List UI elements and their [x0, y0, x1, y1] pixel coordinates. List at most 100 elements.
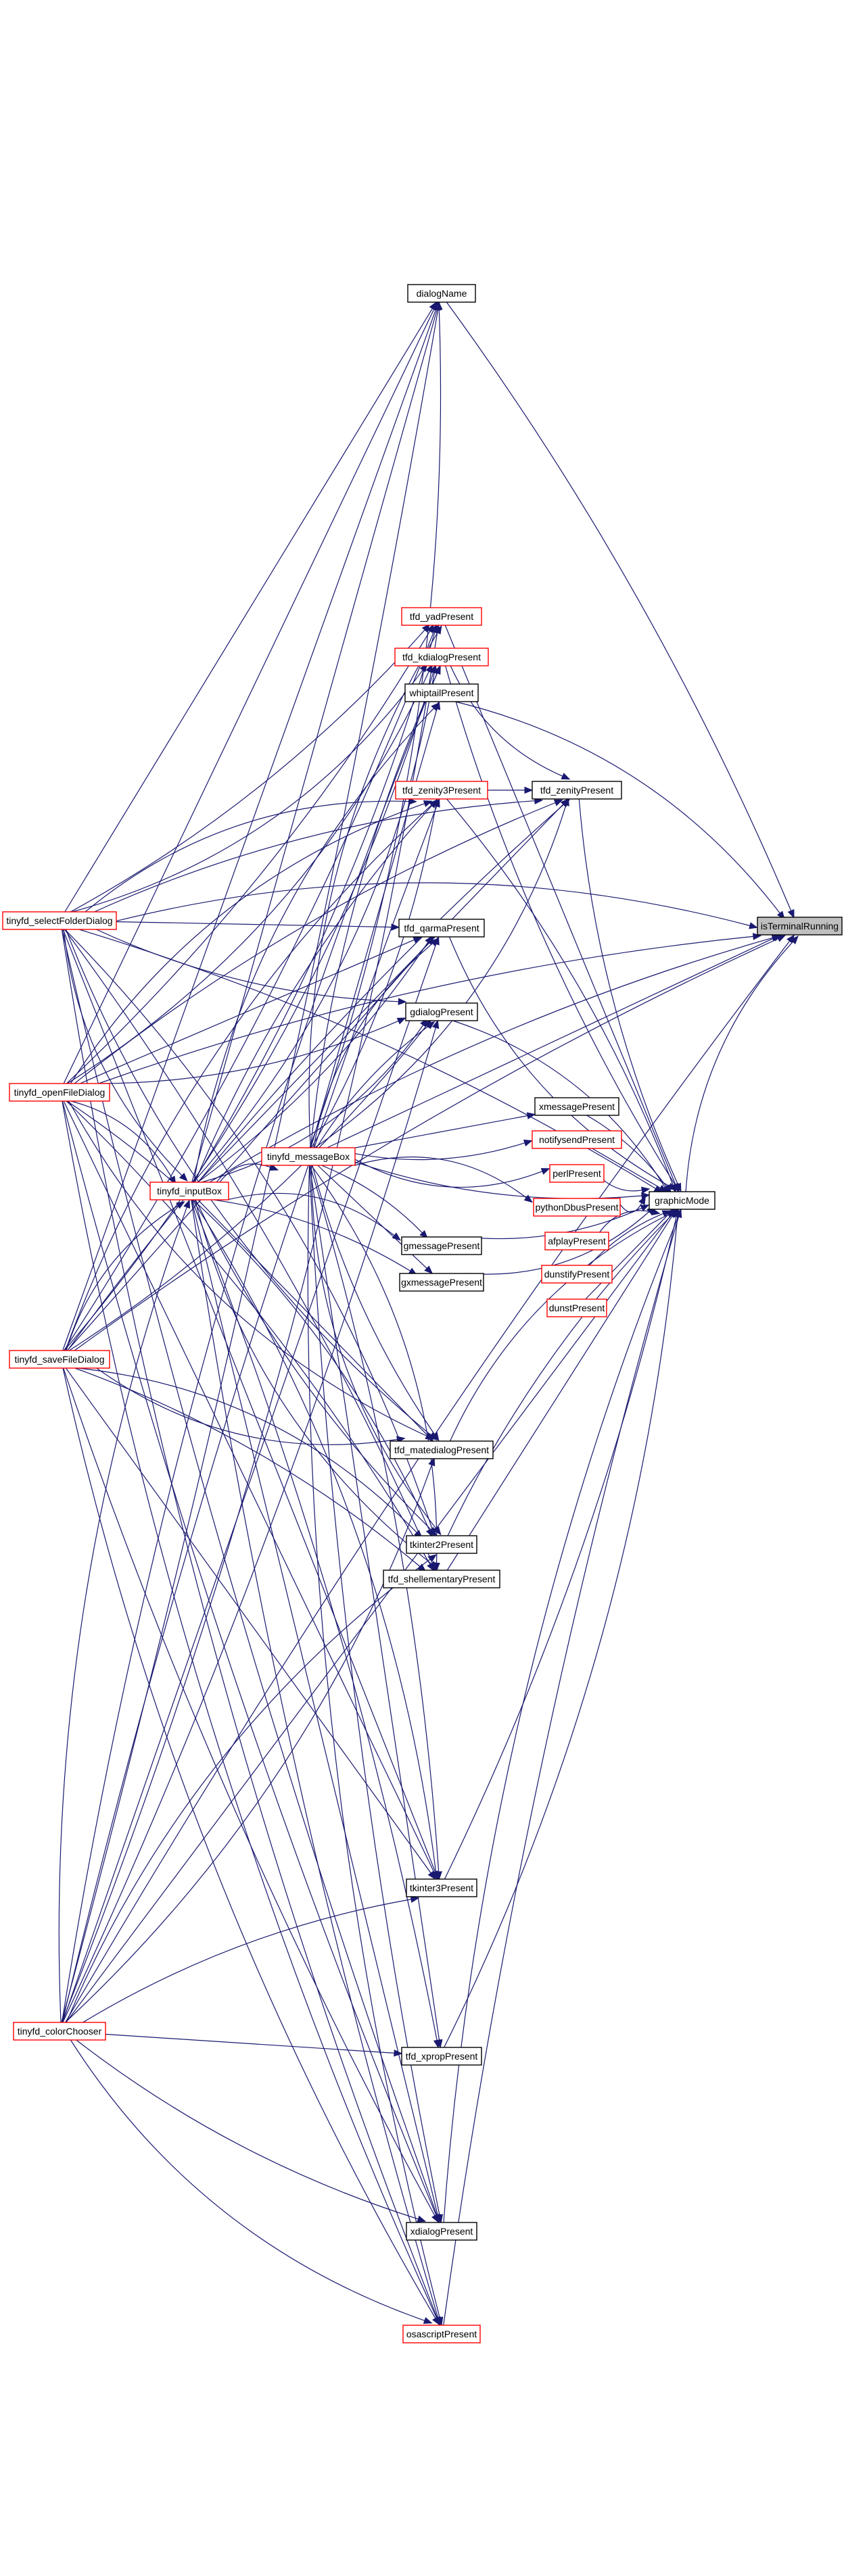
- edge-tinyfd_colorChooser-to-graphicMode: [66, 1208, 676, 2023]
- edge-line: [313, 943, 433, 1148]
- edge-line: [197, 804, 564, 1183]
- arrowhead-icon: [398, 998, 407, 1006]
- edge-line: [309, 309, 442, 1148]
- node-tinyfd_saveFileDialog[interactable]: tinyfd_saveFileDialog: [9, 1350, 110, 1369]
- node-tinyfd_selectFolderDialog[interactable]: tinyfd_selectFolderDialog: [2, 911, 117, 930]
- edge-line: [96, 1367, 398, 1445]
- edge-tinyfd_selectFolderDialog-to-isTerminalRunning: [116, 882, 758, 929]
- node-afplayPresent[interactable]: afplayPresent: [544, 1232, 609, 1250]
- arrowhead-icon: [540, 1168, 550, 1175]
- edge-line: [354, 1142, 525, 1161]
- node-tinyfd_colorChooser[interactable]: tinyfd_colorChooser: [13, 2022, 106, 2041]
- edge-line: [310, 1165, 438, 1563]
- edge-tinyfd_colorChooser-to-tfd_yadPresent: [61, 624, 441, 2023]
- edge-line: [354, 1157, 527, 1198]
- edge-tinyfd_selectFolderDialog-to-gdialogPresent: [96, 929, 407, 1006]
- edge-line: [321, 1165, 423, 1234]
- arrowhead-icon: [776, 935, 786, 942]
- edge-line: [197, 1199, 429, 1436]
- node-osascriptPresent[interactable]: osascriptPresent: [402, 2325, 481, 2343]
- arrowhead-icon: [433, 665, 441, 675]
- edge-tinyfd_selectFolderDialog-to-tkinter2Present: [64, 929, 436, 1538]
- edge-line: [446, 301, 792, 911]
- edge-tinyfd_colorChooser-to-dialogName: [61, 301, 442, 2023]
- arrowhead-icon: [640, 1186, 651, 1194]
- edge-tinyfd_inputBox-to-whiptailPresent: [193, 702, 440, 1183]
- arrowhead-icon: [394, 2049, 403, 2057]
- edge-tinyfd_colorChooser-to-isTerminalRunning: [65, 934, 795, 2023]
- edge-tfd_qarmaPresent-to-graphicMode: [448, 936, 677, 1190]
- node-label: tfd_zenityPresent: [540, 785, 613, 796]
- arrowhead-icon: [561, 799, 570, 808]
- arrowhead-icon: [432, 2316, 440, 2326]
- edge-tinyfd_selectFolderDialog-to-tfd_yadPresent: [70, 623, 431, 913]
- edge-line: [66, 631, 431, 1084]
- node-tfd_xpropPresent: tfd_xpropPresent: [401, 2047, 482, 2066]
- node-gmessagePresent: gmessagePresent: [401, 1236, 482, 1255]
- node-pythonDbusPresent[interactable]: pythonDbusPresent: [533, 1198, 621, 1217]
- node-tinyfd_messageBox[interactable]: tinyfd_messageBox: [261, 1147, 356, 1166]
- edge-tinyfd_openFileDialog-to-tfd_zenity3Present: [70, 800, 433, 1084]
- node-label: tinyfd_colorChooser: [18, 2026, 102, 2037]
- node-label: dunstPresent: [549, 1303, 605, 1313]
- node-tfd_zenity3Present[interactable]: tfd_zenity3Present: [395, 781, 488, 800]
- node-box: [406, 2222, 477, 2241]
- node-isTerminalRunning: isTerminalRunning: [757, 917, 843, 935]
- node-dunstPresent[interactable]: dunstPresent: [546, 1298, 607, 1317]
- node-tinyfd_inputBox[interactable]: tinyfd_inputBox: [149, 1182, 229, 1200]
- edge-tfd_zenityPresent-to-graphicMode: [578, 798, 682, 1192]
- edge-tinyfd_openFileDialog-to-tfd_kdialogPresent: [67, 664, 433, 1084]
- node-box: [390, 1440, 494, 1459]
- edge-tinyfd_saveFileDialog-to-tfd_zenityPresent: [67, 799, 570, 1351]
- arrowhead-icon: [428, 1457, 436, 1467]
- edge-tinyfd_openFileDialog-to-tfd_shellementaryPresent: [66, 1100, 435, 1572]
- edge-tinyfd_openFileDialog-to-tkinter3Present: [63, 1100, 438, 1880]
- node-tfd_kdialogPresent[interactable]: tfd_kdialogPresent: [394, 648, 489, 666]
- edge-line: [314, 804, 567, 1148]
- edge-line: [64, 631, 434, 1351]
- node-tfd_yadPresent[interactable]: tfd_yadPresent: [401, 607, 482, 626]
- edge-tinyfd_colorChooser-to-tfd_kdialogPresent: [62, 665, 441, 2023]
- node-box: [406, 1535, 477, 1554]
- node-tkinter2Present: tkinter2Present: [406, 1535, 477, 1554]
- node-tinyfd_openFileDialog[interactable]: tinyfd_openFileDialog: [9, 1083, 110, 1102]
- arrowhead-icon: [432, 935, 440, 946]
- edge-line: [354, 1115, 528, 1148]
- arrowhead-icon: [423, 2317, 433, 2324]
- node-label: tinyfd_openFileDialog: [14, 1087, 105, 1098]
- arrowhead-icon: [427, 1562, 435, 1572]
- edge-tinyfd_inputBox-to-tfd_zenity3Present: [194, 799, 438, 1183]
- arrowhead-icon: [423, 1019, 432, 1029]
- edge-line: [446, 1215, 673, 1571]
- edge-line: [446, 798, 674, 1186]
- arrowhead-icon: [423, 800, 433, 807]
- arrowhead-icon: [524, 786, 534, 794]
- edge-tinyfd_selectFolderDialog-to-osascriptPresent: [61, 929, 441, 2326]
- edge-line: [98, 935, 753, 1084]
- arrowhead-icon: [421, 623, 431, 633]
- edge-line: [62, 806, 438, 2023]
- node-notifysendPresent[interactable]: notifysendPresent: [532, 1130, 622, 1149]
- edge-line: [65, 940, 791, 2023]
- edge-line: [354, 1159, 543, 1188]
- node-dunstifyPresent[interactable]: dunstifyPresent: [541, 1265, 613, 1284]
- node-box: [407, 284, 476, 303]
- node-label: tfd_xpropPresent: [406, 2051, 478, 2062]
- edge-line: [310, 1165, 437, 1529]
- arrowhead-icon: [553, 799, 563, 806]
- edge-line: [83, 1899, 412, 2023]
- node-label: perlPresent: [553, 1168, 601, 1179]
- arrowhead-icon: [269, 1163, 279, 1171]
- edge-line: [447, 1215, 672, 1536]
- node-perlPresent[interactable]: perlPresent: [549, 1164, 605, 1183]
- arrowhead-icon: [786, 934, 795, 944]
- edge-line: [64, 929, 433, 1564]
- edge-line: [191, 1199, 439, 2318]
- edge-tinyfd_colorChooser-to-tkinter3Present: [83, 1895, 420, 2023]
- edge-line: [586, 1115, 667, 1188]
- edge-line: [64, 929, 433, 1530]
- edge-line: [307, 1165, 440, 2318]
- edge-line: [96, 929, 399, 1002]
- edge-line: [209, 937, 773, 1183]
- node-box: [2, 911, 117, 930]
